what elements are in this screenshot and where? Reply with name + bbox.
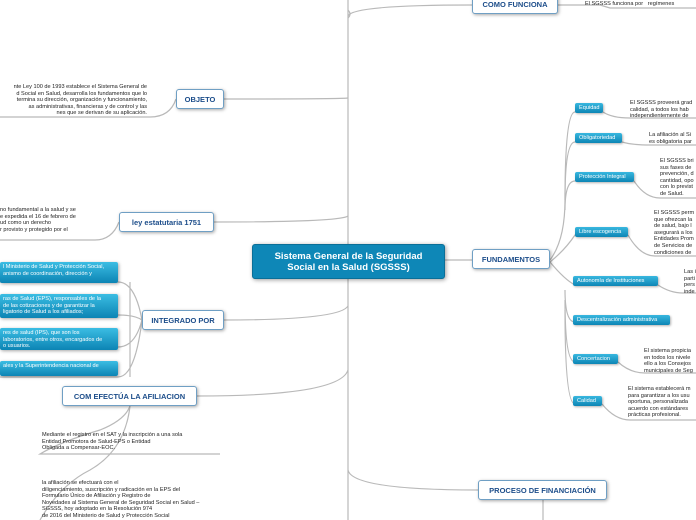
- central-topic-line2: Social en la Salud (SGSSS): [287, 261, 410, 273]
- fundamento-obligatoriedad-text: La afiliación al Si es obligatoria par: [649, 132, 692, 145]
- fundamento-equidad-text: El SGSSS proveerá grad calidad, a todos …: [630, 100, 693, 120]
- ley-estatutaria-text: no fundamental a la salud y se e expedid…: [0, 207, 76, 233]
- como-funciona-node[interactable]: COMO FUNCIONA: [472, 0, 558, 14]
- integrado-por-label: INTEGRADO POR: [151, 315, 215, 325]
- integrado-por-node[interactable]: INTEGRADO POR: [142, 310, 224, 330]
- afiliacion-label: COM EFECTÚA LA AFILIACION: [73, 391, 186, 401]
- objeto-label: OBJETO: [184, 94, 216, 104]
- objeto-text: nte Ley 100 de 1993 establece el Sistema…: [13, 84, 147, 117]
- fundamento-libre-escogencia[interactable]: Libre escogencia: [575, 227, 628, 237]
- fundamento-libre-escogencia-text: El SGSSS perm que ofrezcan la de salud, …: [654, 210, 695, 256]
- fundamento-calidad[interactable]: Calidad: [573, 396, 602, 406]
- central-topic-line1: Sistema General de la Seguridad: [274, 250, 423, 262]
- integrado-item-ips[interactable]: res de salud (IPS), que son los laborato…: [0, 328, 118, 350]
- fundamentos-node[interactable]: FUNDAMENTOS: [472, 249, 550, 269]
- fundamento-descentralizacion[interactable]: Descentralización administrativa: [573, 315, 670, 325]
- fundamento-proteccion-integral[interactable]: Protección Integral: [575, 172, 634, 182]
- fundamento-concertacion[interactable]: Concertacion: [573, 354, 618, 364]
- fundamento-autonomia-instituciones[interactable]: Autonomía de Instituciones: [573, 276, 658, 286]
- ley-estatutaria-label: ley estatutaria 1751: [131, 217, 202, 227]
- ley-estatutaria-node[interactable]: ley estatutaria 1751: [119, 212, 214, 232]
- fundamento-autonomia-instituciones-text: Las i parti pers inde: [684, 269, 696, 295]
- fundamento-obligatoriedad[interactable]: Obligatoriedad: [575, 133, 622, 143]
- afiliacion-text-formulario: la afiliación se efectuará con el dilige…: [42, 480, 200, 519]
- central-topic[interactable]: Sistema General de la Seguridad Social e…: [252, 244, 445, 279]
- fundamento-concertacion-text: El sistema propicia en todos los nivele …: [644, 348, 693, 374]
- afiliacion-text-registro: Mediante el registro en el SAT y la insc…: [42, 432, 183, 452]
- como-funciona-label: COMO FUNCIONA: [482, 0, 548, 9]
- fundamento-equidad[interactable]: Equidad: [575, 103, 603, 113]
- como-funciona-text: El SGSSS funciona por regímenes: [585, 1, 675, 7]
- afiliacion-node[interactable]: COM EFECTÚA LA AFILIACION: [62, 386, 197, 406]
- integrado-item-eps[interactable]: ras de Salud (EPS), responsables de la d…: [0, 294, 118, 318]
- proceso-financiacion-label: PROCESO DE FINANCIACIÓN: [489, 485, 596, 495]
- proceso-financiacion-node[interactable]: PROCESO DE FINANCIACIÓN: [478, 480, 607, 500]
- fundamento-proteccion-integral-text: El SGSSS bri sus fases de prevención, d …: [660, 158, 694, 197]
- fundamento-calidad-text: El sistema establecerá m para garantizar…: [628, 386, 691, 419]
- integrado-item-ministerio[interactable]: l Ministerio de Salud y Protección Socia…: [0, 262, 118, 283]
- objeto-node[interactable]: OBJETO: [176, 89, 224, 109]
- integrado-item-superintendencia[interactable]: ales y la Superintendencia nacional de: [0, 361, 118, 376]
- fundamentos-label: FUNDAMENTOS: [481, 254, 541, 264]
